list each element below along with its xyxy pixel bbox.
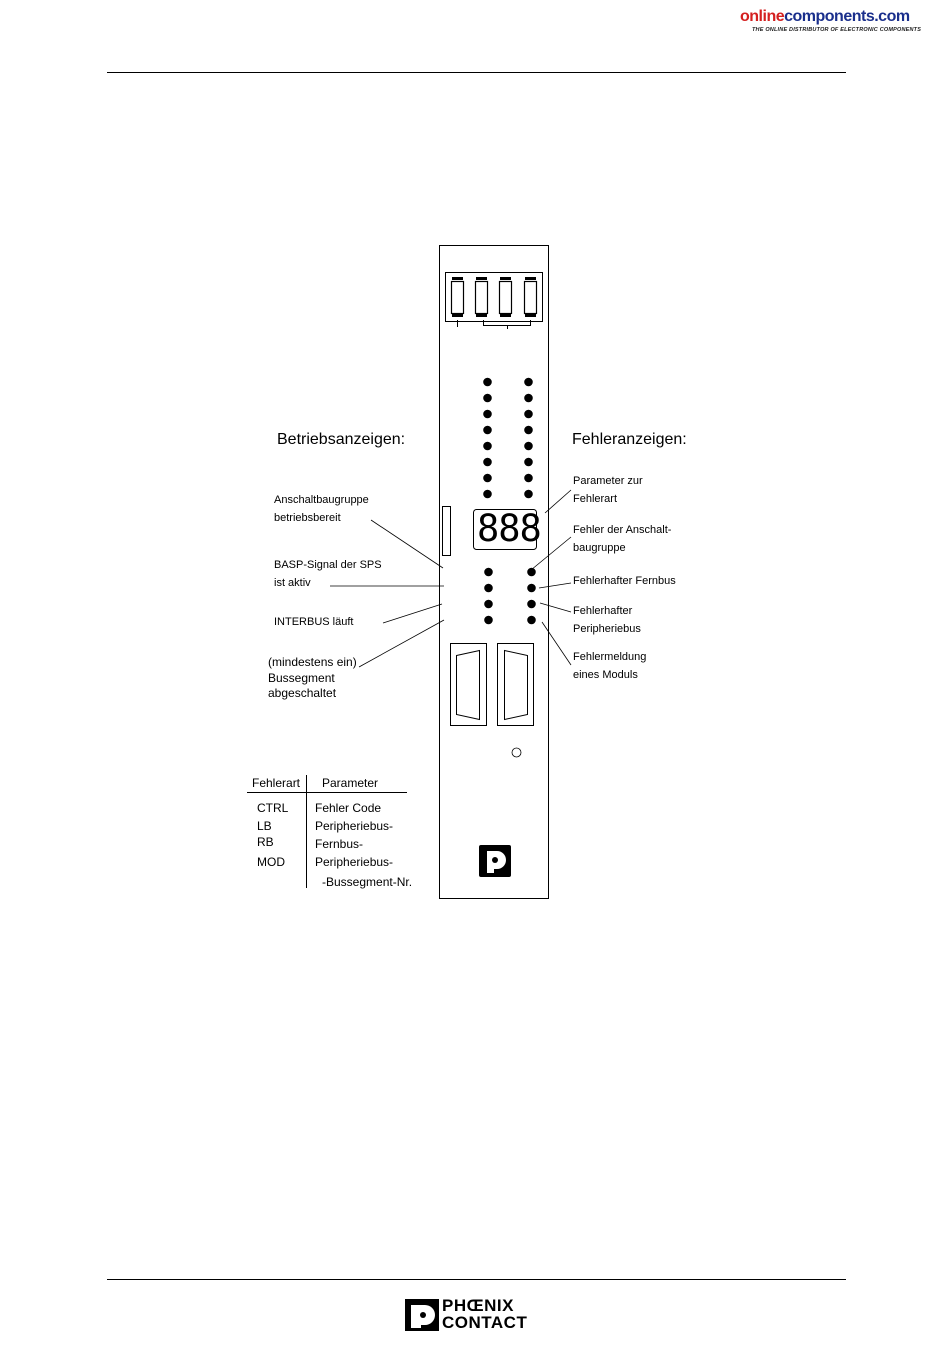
header-rule	[107, 72, 846, 73]
table-cell-type: LB	[257, 819, 272, 833]
logo-line1: PHŒNIX	[442, 1296, 514, 1315]
table-cell-type: MOD	[257, 855, 285, 869]
label-fernbus: Fehlerhafter Fernbus	[573, 575, 676, 587]
phoenix-icon	[405, 1299, 439, 1331]
upper-led-array	[483, 377, 533, 499]
table-suffix: -Bussegment-Nr.	[322, 875, 413, 889]
label-fehler-anschalt-line1: Fehler der Anschalt-	[573, 524, 672, 536]
label-interbus: INTERBUS läuft	[274, 616, 354, 628]
switch-block	[445, 272, 543, 322]
label-peripherie-line1: Fehlerhafter	[573, 605, 633, 617]
label-segment-line3: abgeschaltet	[268, 686, 337, 700]
bus-connectors	[450, 643, 534, 726]
table-cell-param: Fehler Code	[315, 801, 382, 815]
operation-indicators-heading: Betriebsanzeigen:	[277, 431, 406, 448]
label-basp-line2: ist aktiv	[274, 577, 311, 589]
label-segment-line2: Bussegment	[268, 671, 335, 685]
label-basp-line1: BASP-Signal der SPS	[274, 559, 382, 571]
table-cell-type: CTRL	[257, 801, 289, 815]
table-cell-type: RB	[257, 835, 274, 849]
label-segment-line1: (mindestens ein)	[268, 655, 357, 669]
brand-tagline: THE ONLINE DISTRIBUTOR OF ELECTRONIC COM…	[752, 27, 922, 33]
status-led-array	[484, 567, 536, 625]
leader-lines	[330, 489, 572, 668]
table-cell-param: Fernbus-	[315, 837, 364, 851]
switch-brackets	[457, 320, 531, 329]
table-cell-param: Peripheriebus-	[315, 819, 394, 833]
label-anschalt-line2: betriebsbereit	[274, 512, 341, 524]
label-anschalt-line1: Anschaltbaugruppe	[274, 494, 369, 506]
error-indicators-heading: Fehleranzeigen:	[572, 431, 687, 448]
side-slot	[442, 506, 451, 556]
label-param-line1: Parameter zur	[573, 475, 643, 487]
table-cell-param: Peripheriebus-	[315, 855, 394, 869]
footer-rule	[107, 1279, 846, 1280]
display-digits: 888	[477, 507, 542, 550]
phoenix-contact-logo: PHŒNIX CONTACT	[405, 1297, 547, 1333]
module-logo	[479, 845, 511, 877]
table-header-param: Parameter	[322, 776, 379, 790]
label-modul-line2: eines Moduls	[573, 669, 638, 681]
label-modul-line1: Fehlermeldung	[573, 651, 647, 663]
switch-marks	[452, 277, 536, 317]
rotary-switches	[450, 280, 538, 315]
table-lines	[247, 775, 407, 888]
label-param-line2: Fehlerart	[573, 493, 618, 505]
table-header-type: Fehlerart	[252, 776, 301, 790]
label-fehler-anschalt-line2: baugruppe	[573, 542, 626, 554]
logo-line2: CONTACT	[442, 1313, 528, 1332]
reset-button	[511, 747, 522, 758]
module-outline	[439, 245, 549, 899]
brand-logo: onlinecomponents.com	[740, 8, 910, 25]
seven-segment-display	[473, 509, 537, 550]
label-peripherie-line2: Peripheriebus	[573, 623, 641, 635]
